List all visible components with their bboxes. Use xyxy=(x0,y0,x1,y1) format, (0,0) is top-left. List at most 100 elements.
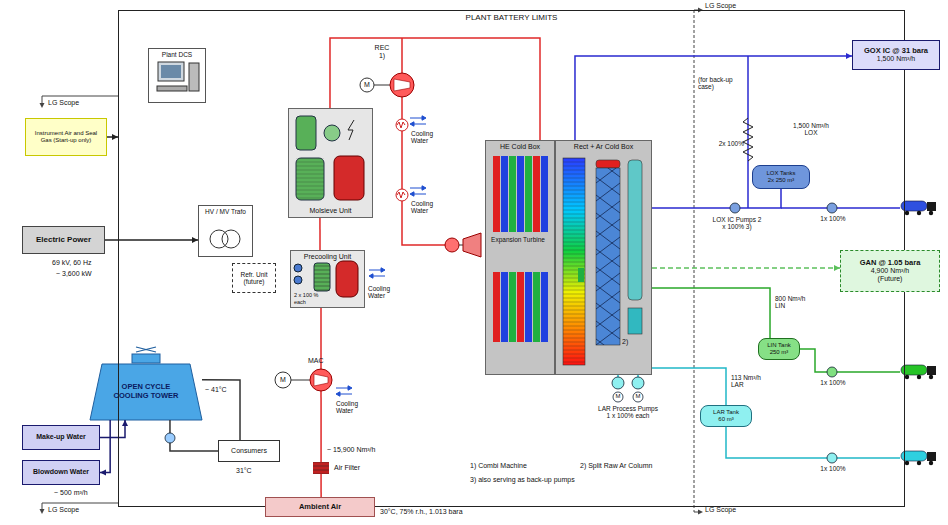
heat-exchanger-bars xyxy=(493,156,500,232)
process-lines xyxy=(747,56,749,208)
annotation: 113 Nm³/h LAR xyxy=(731,374,771,389)
annotation: Cooling Water xyxy=(336,400,372,415)
battery-limit: PLANT BATTERY LIMITSPlant DCSHV / MV Tra… xyxy=(118,10,905,507)
connector xyxy=(100,420,110,476)
text-holder: LOX Tanks2x 250 m³ xyxy=(753,166,809,188)
text-holder: OPEN CYCLE COOLING TOWER xyxy=(90,364,202,420)
annotation: LG Scope xyxy=(705,2,745,10)
annotation: LG Scope xyxy=(48,99,88,107)
annotation: 1) Combi Machine xyxy=(470,462,560,470)
annotation: ~ 3,600 kW xyxy=(56,270,116,278)
pumps xyxy=(632,377,644,389)
utility-box: Blowdown Water xyxy=(22,460,100,485)
node-title: HV / MV Trafo xyxy=(202,208,249,215)
precooling-equipment xyxy=(294,276,302,284)
annotation: 1x 100% xyxy=(816,465,850,472)
connector xyxy=(652,189,781,208)
connector-line xyxy=(652,189,781,208)
scope-lines xyxy=(694,10,695,512)
node-title: LAR Tank xyxy=(704,409,748,416)
text-holder: HE Cold Box xyxy=(486,141,554,374)
expansion-turbine xyxy=(445,233,481,257)
node-text: 2 x 100 % each xyxy=(294,292,324,305)
cooling-tower: OPEN CYCLE COOLING TOWER xyxy=(90,364,202,420)
vaporizer-coil xyxy=(743,118,753,161)
cooler-symbol xyxy=(396,189,408,201)
air-filter xyxy=(313,462,329,474)
node-text: 2x 250 m³ xyxy=(756,177,806,184)
node-title: GAN @ 1.05 bara xyxy=(844,259,936,268)
process-lines xyxy=(618,375,638,377)
connector xyxy=(652,368,726,405)
node-title: Precooling Unit xyxy=(294,253,361,261)
connector xyxy=(319,218,320,250)
text-holder: Instrument Air and Seal Gas (Start-up on… xyxy=(26,119,106,155)
pumps xyxy=(612,377,624,389)
annotation: Cooling Water xyxy=(411,130,447,145)
unit-fills xyxy=(136,347,156,352)
cooling-water-arrows xyxy=(336,386,352,396)
product-box: GOX IC @ 31 bara1,500 Nm³/h xyxy=(852,40,940,70)
compressor-rec xyxy=(394,79,410,91)
connector-line xyxy=(100,420,110,473)
annotation: MAC xyxy=(308,357,332,365)
annotation: LG Scope xyxy=(48,506,88,514)
heat-exchanger-bars xyxy=(501,272,508,342)
annotation: Cooling Water xyxy=(368,285,404,300)
node-title: HE Cold Box xyxy=(489,143,551,151)
motor-letter: M xyxy=(276,376,290,383)
annotation: ~ 15,900 Nm³/h xyxy=(327,446,391,454)
heat-exchanger-bars xyxy=(541,156,548,232)
annotation: 30°C, 75% r.h., 1.013 bara xyxy=(380,508,500,516)
connector xyxy=(100,420,128,438)
unit-box: Precooling Unit 2 x 100 % each xyxy=(290,250,365,308)
cooler-symbol xyxy=(397,122,405,128)
process-lines xyxy=(402,38,900,458)
heat-exchanger-bars xyxy=(509,272,516,342)
columns xyxy=(596,168,620,345)
annotation: Air Filter xyxy=(334,464,374,472)
trucks xyxy=(901,451,936,465)
process-lines xyxy=(726,427,900,458)
molsieve-equipment xyxy=(296,158,324,200)
annotation: 2) Split Raw Ar Column xyxy=(580,462,680,470)
precooling-equipment xyxy=(336,261,358,297)
dcs-box: Plant DCS xyxy=(148,48,206,103)
text-holder: Consumers xyxy=(219,441,279,461)
compressor-rec xyxy=(374,85,390,86)
node-title: Consumers xyxy=(222,447,276,455)
annotation: (for back-up case) xyxy=(698,76,744,91)
cooling-water-arrows xyxy=(369,268,385,278)
annotation: 69 kV, 60 Hz xyxy=(52,259,112,267)
text-holder: GAN @ 1.05 bara4,900 Nm³/h(Future) xyxy=(841,251,939,291)
columns xyxy=(578,268,584,282)
process-lines xyxy=(781,207,900,209)
columns xyxy=(563,158,585,365)
text-holder: LAR Tank60 m³ xyxy=(701,406,751,426)
pumps xyxy=(165,203,837,463)
text-holder: Precooling Unit 2 x 100 % each xyxy=(291,251,364,307)
text-holder: Electric Power xyxy=(23,227,104,253)
annotation: 1x 100% xyxy=(816,379,850,386)
utility-box: Instrument Air and Seal Gas (Start-up on… xyxy=(25,118,107,156)
molsieve-equipment xyxy=(334,156,364,200)
pumps xyxy=(827,453,837,463)
arrow-head xyxy=(100,470,106,476)
connector-line xyxy=(330,38,540,140)
compressor-rec xyxy=(360,78,374,92)
heat-exchanger-bars xyxy=(509,156,516,232)
compressor-mac xyxy=(275,372,291,388)
node-title: LIN Tank xyxy=(762,342,796,349)
text-holder: Molsieve Unit xyxy=(289,109,372,217)
text-holder: Make-up Water xyxy=(23,426,99,449)
annotation: LOX IC Pumps 2 x 100% 3) xyxy=(712,216,762,231)
heat-exchanger-bars xyxy=(533,156,540,232)
compressor-rec xyxy=(390,73,414,97)
text-holder: Refr. Unit (future) xyxy=(233,264,275,292)
compressor-mac xyxy=(291,380,310,381)
source-box: Ambient Air xyxy=(265,497,375,517)
process-lines xyxy=(402,38,446,245)
node-title: Refr. Unit (future) xyxy=(236,271,272,286)
cooler-symbol xyxy=(396,119,408,201)
